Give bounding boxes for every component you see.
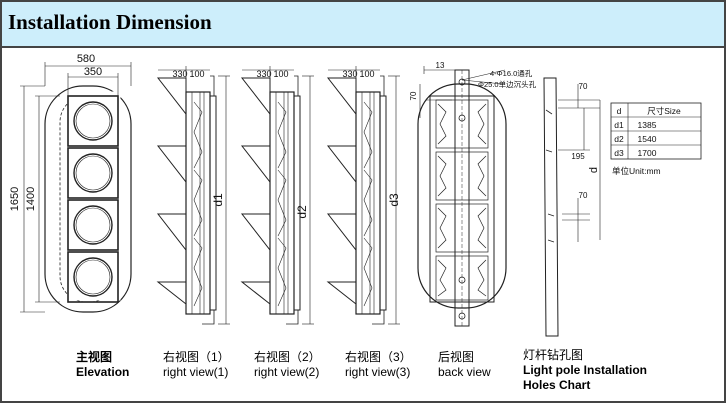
size-table-header-size: 尺寸Size bbox=[647, 106, 681, 116]
caption-right-view-1-cn: 右视图（1） bbox=[163, 350, 230, 364]
back-view: 13 70 4-Φ16.0通孔 Φ25.0单边沉头孔 bbox=[409, 61, 537, 327]
side3-dim-a: 330 bbox=[342, 69, 357, 79]
side1-d-label: d1 bbox=[211, 193, 225, 207]
caption-back-view: 后视图 back view bbox=[438, 350, 491, 380]
size-table-row2-size: 1540 bbox=[638, 134, 657, 144]
size-table-row1-d: d1 bbox=[614, 120, 624, 130]
caption-right-view-1: 右视图（1） right view(1) bbox=[163, 350, 230, 380]
caption-right-view-2: 右视图（2） right view(2) bbox=[254, 350, 321, 380]
size-table-header-d: d bbox=[617, 106, 622, 116]
side1-dim-a: 330 bbox=[172, 69, 187, 79]
front-lamp-2 bbox=[67, 147, 119, 199]
right-view-1: 330 100 d1 bbox=[157, 65, 231, 325]
caption-right-view-2-cn: 右视图（2） bbox=[254, 350, 321, 364]
front-lamp-1 bbox=[67, 95, 119, 147]
size-table-unit: 单位Unit:mm bbox=[612, 166, 661, 176]
header-bar: Installation Dimension bbox=[2, 2, 724, 48]
size-table-row1-size: 1385 bbox=[638, 120, 657, 130]
size-table: d 尺寸Size d1 1385 d2 1540 d3 1700 单位Unit:… bbox=[610, 102, 702, 176]
front-height-outer-label: 1650 bbox=[9, 187, 21, 211]
caption-right-view-1-en: right view(1) bbox=[163, 365, 229, 379]
pole-d-label: d bbox=[588, 167, 600, 173]
pole-dim-top: 70 bbox=[579, 82, 588, 91]
size-table-row2-d: d2 bbox=[614, 134, 624, 144]
caption-pole-holes-en2: Holes Chart bbox=[523, 378, 591, 392]
caption-elevation: 主视图 Elevation bbox=[76, 350, 129, 380]
front-height-inner-label: 1400 bbox=[25, 187, 37, 211]
caption-right-view-3-en: right view(3) bbox=[345, 365, 411, 379]
size-table-row3-size: 1700 bbox=[638, 148, 657, 158]
front-lamp-3 bbox=[67, 199, 119, 251]
front-width-inner-label: 350 bbox=[84, 66, 102, 78]
right-view-2: 330 100 d2 bbox=[241, 65, 315, 325]
caption-right-view-3: 右视图（3） right view(3) bbox=[345, 350, 412, 380]
side3-d-label: d3 bbox=[387, 193, 401, 207]
back-dim-top: 13 bbox=[436, 61, 445, 70]
caption-back-view-en: back view bbox=[438, 365, 491, 379]
side3-dim-b: 100 bbox=[359, 69, 374, 79]
front-elevation-view: 580 350 1650 1400 bbox=[9, 53, 132, 313]
side2-dim-a: 330 bbox=[256, 69, 271, 79]
caption-pole-holes-cn: 灯杆钻孔图 bbox=[523, 348, 584, 362]
size-table-row3-d: d3 bbox=[614, 148, 624, 158]
side2-dim-b: 100 bbox=[273, 69, 288, 79]
pole-holes-chart: 70 195 70 d bbox=[543, 77, 601, 337]
back-note-1: 4-Φ16.0通孔 bbox=[490, 68, 533, 78]
caption-elevation-en: Elevation bbox=[76, 365, 130, 379]
caption-pole-holes: 灯杆钻孔图 Light pole Installation Holes Char… bbox=[523, 348, 647, 393]
page-title: Installation Dimension bbox=[8, 10, 212, 34]
pole-dim-mid: 195 bbox=[571, 152, 585, 161]
caption-elevation-cn: 主视图 bbox=[76, 350, 113, 364]
back-note-2: Φ25.0单边沉头孔 bbox=[478, 79, 537, 89]
caption-back-view-cn: 后视图 bbox=[438, 350, 475, 364]
pole-dim-bottom: 70 bbox=[579, 191, 588, 200]
front-width-outer-label: 580 bbox=[77, 53, 95, 65]
caption-pole-holes-en: Light pole Installation bbox=[523, 363, 647, 377]
back-dim-side: 70 bbox=[409, 91, 418, 100]
caption-right-view-2-en: right view(2) bbox=[254, 365, 320, 379]
front-lamp-4 bbox=[67, 251, 119, 303]
caption-right-view-3-cn: 右视图（3） bbox=[345, 350, 412, 364]
right-view-3: 330 100 d3 bbox=[327, 65, 401, 325]
side1-dim-b: 100 bbox=[189, 69, 204, 79]
side2-d-label: d2 bbox=[295, 205, 309, 219]
